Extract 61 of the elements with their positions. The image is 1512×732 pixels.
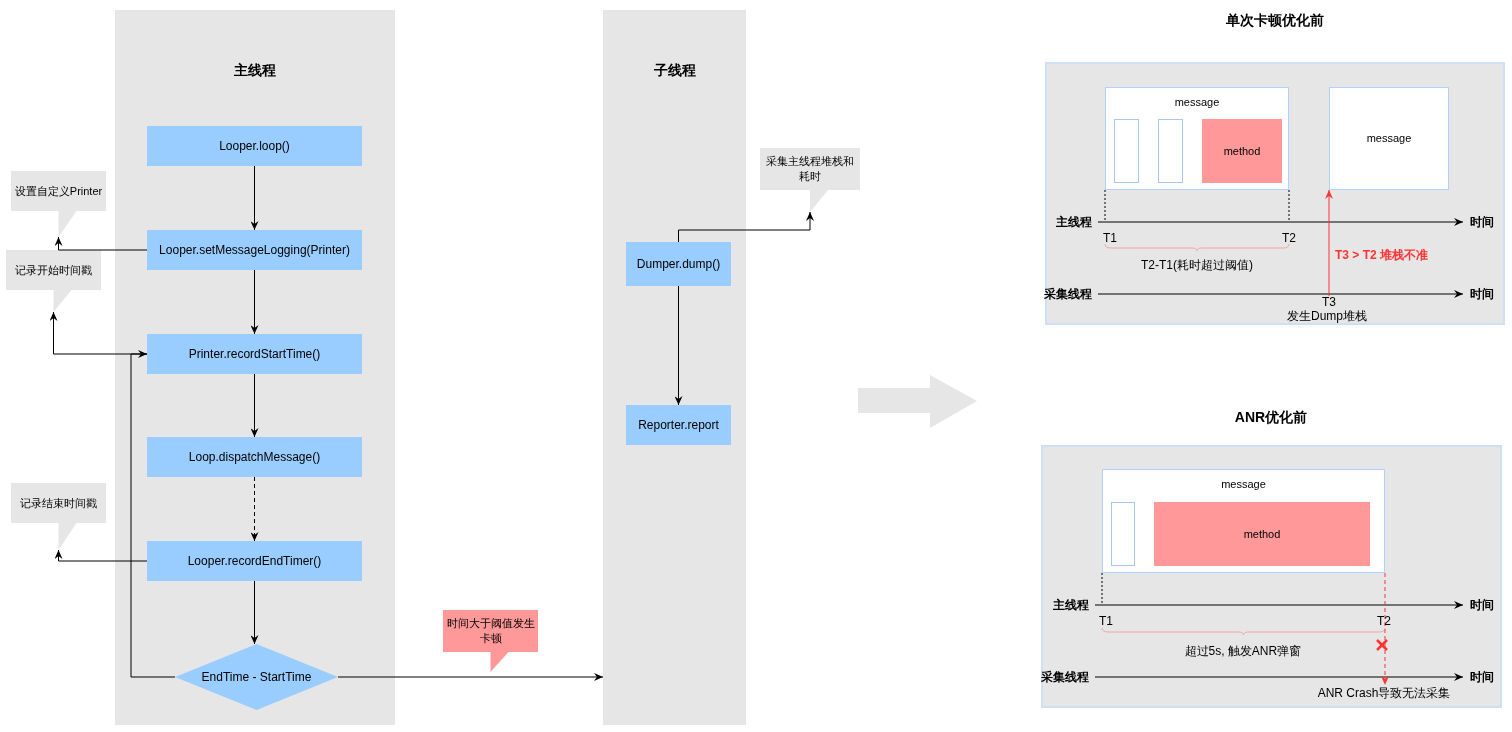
axis-label: 时间 <box>1470 215 1494 229</box>
arrow <box>337 673 604 681</box>
duration-label: T2-T1(耗时超过阈值) <box>1141 258 1253 272</box>
arrow <box>130 350 176 678</box>
edge-label: T3 > T2 堆栈不准 <box>1335 248 1429 262</box>
axis-label: 采集线程 <box>1041 670 1089 684</box>
panel-title: 单次卡顿优化前 <box>1225 12 1325 30</box>
axis-label: 时间 <box>1470 670 1494 684</box>
swimlane <box>603 10 746 725</box>
axis-label: 主线程 <box>1056 215 1092 229</box>
lane-title: 主线程 <box>233 62 277 80</box>
time-mark: T2 <box>1377 614 1391 628</box>
arrow <box>250 580 259 645</box>
axis-label: 时间 <box>1470 287 1494 301</box>
arrow <box>250 373 259 438</box>
arrow <box>54 236 148 251</box>
arrow <box>250 269 259 335</box>
process-box: Reporter.report <box>626 405 731 445</box>
process-box: Dumper.dump() <box>626 242 731 286</box>
arrow <box>54 549 148 562</box>
time-mark: T1 <box>1099 614 1113 628</box>
empty-block <box>1114 119 1139 183</box>
axis-label: 主线程 <box>1053 598 1089 612</box>
callout: 记录开始时间戳 <box>6 250 101 312</box>
message-block <box>1102 469 1385 573</box>
process-box: Printer.recordStartTime() <box>147 334 362 374</box>
axis-label: 采集线程 <box>1044 287 1092 301</box>
method-block: method <box>1154 502 1370 566</box>
duration-label: 超过5s, 触发ANR弹窗 <box>1184 644 1302 658</box>
arrow <box>674 285 683 406</box>
arrow <box>678 211 814 243</box>
time-mark: T1 <box>1103 231 1117 245</box>
block-label: message <box>1220 478 1267 490</box>
axis-label: 时间 <box>1470 598 1494 612</box>
empty-block <box>1158 119 1183 183</box>
swimlane <box>115 10 395 725</box>
decision-diamond: EndTime - StartTime <box>175 644 338 710</box>
arrow <box>250 476 259 542</box>
callout: 设置自定义Printer <box>11 171 106 237</box>
callout: 时间大于阈值发生卡顿 <box>443 610 538 672</box>
process-box: Loop.dispatchMessage() <box>147 437 362 477</box>
callout: 记录结束时间戳 <box>11 483 106 550</box>
arrow <box>1381 572 1389 686</box>
process-box: Looper.loop() <box>147 126 362 166</box>
process-box: Looper.recordEndTimer() <box>147 541 362 581</box>
arrow <box>250 165 259 231</box>
time-mark: T3 <box>1318 296 1340 309</box>
process-box: Looper.setMessageLogging(Printer) <box>147 230 362 270</box>
arrow <box>49 311 148 355</box>
lane-title: 子线程 <box>652 62 697 80</box>
arrow <box>1325 189 1333 297</box>
panel-title: ANR优化前 <box>1233 409 1309 427</box>
empty-block <box>1111 502 1135 566</box>
callout: 采集主线程堆栈和耗时 <box>760 148 860 212</box>
time-mark: T2 <box>1282 231 1296 245</box>
message-block: message <box>1329 87 1449 190</box>
message-block <box>1105 87 1289 190</box>
block-label: message <box>1173 96 1221 108</box>
method-block: method <box>1202 119 1282 183</box>
note-label: 发生Dump堆栈 <box>1287 309 1367 323</box>
note-label: ANR Crash导致无法采集 <box>1318 686 1450 700</box>
